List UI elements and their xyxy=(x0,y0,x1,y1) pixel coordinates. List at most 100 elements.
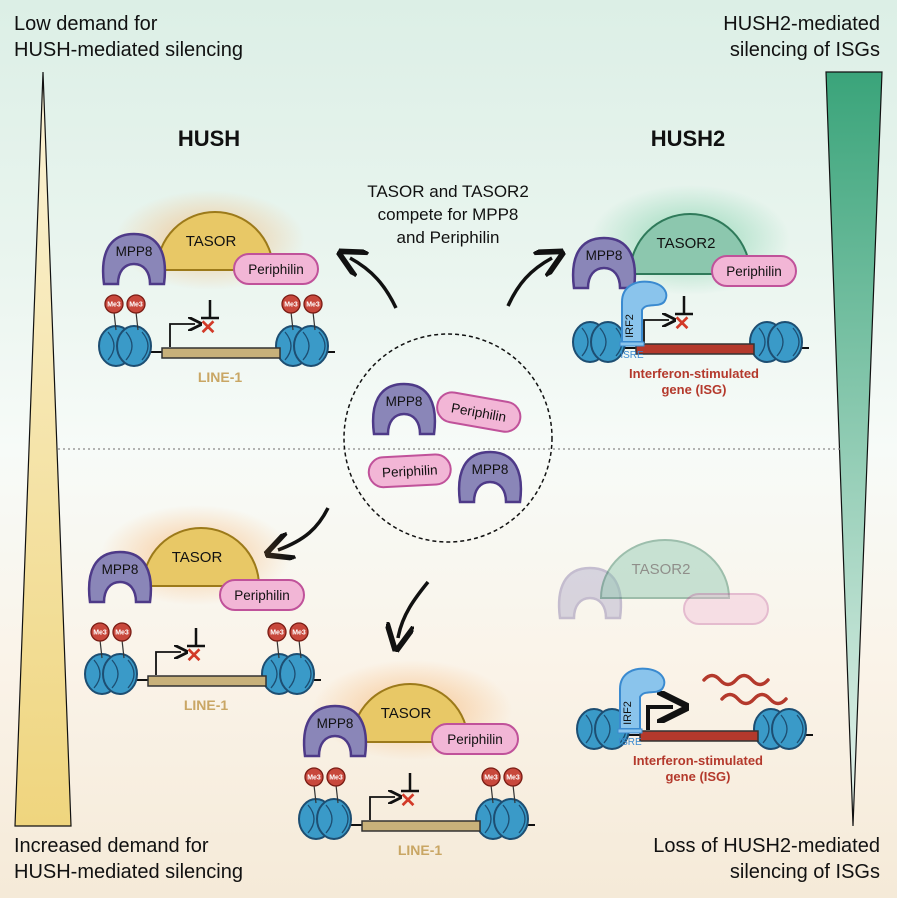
mrna-transcripts xyxy=(702,673,788,706)
arrow-to-hush-lower-center xyxy=(398,580,430,638)
tss-arrow xyxy=(155,652,181,675)
gene-body xyxy=(161,347,281,359)
gene-body xyxy=(147,675,267,687)
nucleosome-left xyxy=(572,321,626,363)
periphilin-protein-faded xyxy=(683,593,769,625)
me3-mark xyxy=(326,767,346,787)
svg-text:Me3: Me3 xyxy=(270,630,284,637)
heading-hush: HUSH xyxy=(178,126,240,151)
arrow-to-hush xyxy=(350,258,398,309)
mpp8-protein-faded xyxy=(557,566,623,620)
periphilin-protein-hush2: Periphilin xyxy=(711,255,797,287)
svg-text:Me3: Me3 xyxy=(329,775,343,782)
svg-text:ISRE: ISRE xyxy=(620,350,644,361)
svg-text:Me3: Me3 xyxy=(484,775,498,782)
me3-mark xyxy=(303,294,323,314)
me3-mark xyxy=(281,294,301,314)
svg-text:MPP8: MPP8 xyxy=(102,562,139,577)
center-text-line1: TASOR and TASOR2 xyxy=(367,182,529,201)
svg-text:MPP8: MPP8 xyxy=(586,248,623,263)
me3-mark xyxy=(104,294,124,314)
corner-top-right-line2: silencing of ISGs xyxy=(730,39,880,61)
gene-label: gene (ISG) xyxy=(665,769,730,784)
inhibition-bar-icon xyxy=(401,773,419,793)
me3-mark xyxy=(126,294,146,314)
gene-label: gene (ISG) xyxy=(661,382,726,397)
left-demand-wedge xyxy=(14,71,72,827)
corner-bottom-left-line1: Increased demand for xyxy=(14,835,209,857)
inhibition-bar-icon xyxy=(675,296,693,316)
nucleosome-right xyxy=(753,708,807,750)
svg-text:Periphilin: Periphilin xyxy=(234,588,290,603)
periphilin-protein-lower-left: Periphilin xyxy=(219,579,305,611)
periphilin-free-2: Periphilin xyxy=(367,453,452,489)
corner-top-right-line1: HUSH2-mediated xyxy=(723,13,880,35)
corner-top-left-line1: Low demand for xyxy=(14,13,158,35)
mpp8-protein-top: MPP8 xyxy=(101,232,167,286)
svg-text:MPP8: MPP8 xyxy=(386,394,423,409)
svg-text:Periphilin: Periphilin xyxy=(382,462,438,480)
tss-arrow xyxy=(369,797,395,820)
nucleosome-right xyxy=(749,321,803,363)
gene-body xyxy=(361,820,481,832)
me3-mark xyxy=(112,622,132,642)
svg-text:TASOR: TASOR xyxy=(381,705,432,722)
gene-label: LINE-1 xyxy=(184,697,229,713)
corner-bottom-left-line2: HUSH-mediated silencing xyxy=(14,861,243,883)
svg-text:Me3: Me3 xyxy=(284,302,298,309)
svg-text:Me3: Me3 xyxy=(506,775,520,782)
me3-mark xyxy=(481,767,501,787)
svg-text:TASOR2: TASOR2 xyxy=(632,561,691,578)
svg-text:Periphilin: Periphilin xyxy=(248,262,304,277)
heading-hush2: HUSH2 xyxy=(651,126,726,151)
line1-locus-top: Me3 Me3 Me3 Me3 ✕ LINE-1 xyxy=(98,294,335,385)
me3-mark xyxy=(267,622,287,642)
svg-text:Periphilin: Periphilin xyxy=(447,732,503,747)
me3-mark xyxy=(289,622,309,642)
tss-arrow xyxy=(169,324,195,347)
periphilin-free-1: Periphilin xyxy=(436,391,522,433)
nucleosome-right: Me3 Me3 xyxy=(275,294,329,367)
svg-text:Me3: Me3 xyxy=(107,302,121,309)
inhibition-bar-icon xyxy=(187,628,205,648)
svg-text:Periphilin: Periphilin xyxy=(726,264,782,279)
svg-text:Me3: Me3 xyxy=(115,630,129,637)
nucleosome-left: Me3 Me3 xyxy=(98,294,152,367)
inhibition-bar-icon xyxy=(201,300,219,320)
gene-label: Interferon-stimulated xyxy=(629,366,759,381)
gene-label: LINE-1 xyxy=(198,369,243,385)
gene-label: Interferon-stimulated xyxy=(633,753,763,768)
svg-text:TASOR2: TASOR2 xyxy=(657,235,716,252)
tss-arrow xyxy=(646,707,673,730)
tss-arrow xyxy=(643,320,669,343)
svg-text:ISRE: ISRE xyxy=(618,737,642,748)
corner-bottom-right-line1: Loss of HUSH2-mediated xyxy=(653,835,880,857)
repressed-x-icon: ✕ xyxy=(200,317,217,339)
center-text-line3: and Periphilin xyxy=(396,228,499,247)
corner-top-left-line2: HUSH-mediated silencing xyxy=(14,39,243,61)
tasor2-protein-faded: TASOR2 xyxy=(599,539,731,599)
svg-text:MPP8: MPP8 xyxy=(317,716,354,731)
svg-text:Me3: Me3 xyxy=(129,302,143,309)
gene-body xyxy=(639,730,759,742)
mpp8-free-1: MPP8 xyxy=(371,382,437,436)
mpp8-protein-hush2: MPP8 xyxy=(571,236,637,290)
free-protein-pool xyxy=(343,333,553,543)
periphilin-protein-top: Periphilin xyxy=(233,253,319,285)
arrow-to-hush2 xyxy=(506,258,552,307)
gene-body xyxy=(635,343,755,355)
svg-text:Me3: Me3 xyxy=(306,302,320,309)
gene-label: LINE-1 xyxy=(398,842,443,858)
periphilin-protein-lower-center: Periphilin xyxy=(431,723,519,755)
